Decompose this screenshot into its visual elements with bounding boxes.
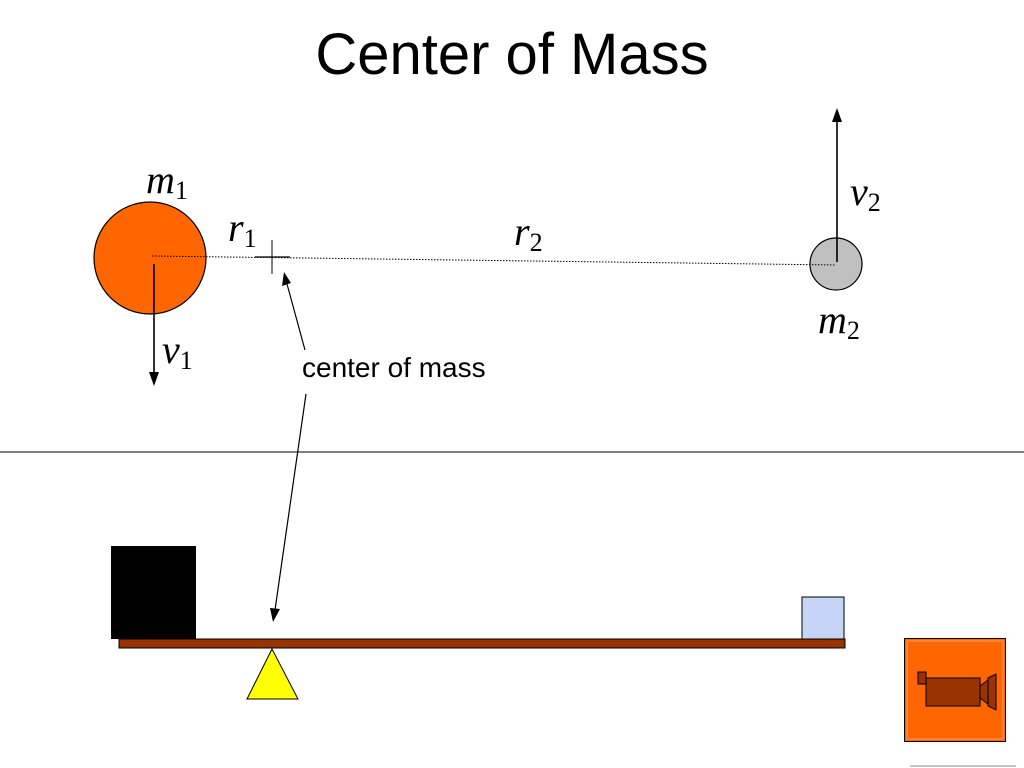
mass-1-label: m1 (146, 157, 188, 205)
r1-label: r1 (228, 205, 257, 253)
velocity-2-label: v2 (850, 169, 881, 217)
mass-1 (93, 201, 207, 315)
pointer-arrow-bottom (270, 393, 307, 622)
center-of-mass-marker (255, 240, 290, 274)
light-block (801, 596, 845, 640)
separation-line (151, 255, 837, 266)
velocity-2-arrow (832, 108, 842, 262)
movie-button[interactable] (904, 638, 1006, 742)
velocity-1-arrow (149, 264, 159, 386)
movie-camera-icon (904, 638, 1006, 742)
center-of-mass-label: center of mass (302, 352, 486, 383)
fulcrum (246, 647, 299, 700)
mass-2 (809, 237, 863, 291)
heavy-block (111, 546, 196, 639)
page-title: Center of Mass (315, 22, 709, 87)
pointer-arrow-top (282, 272, 306, 351)
velocity-1-label: v1 (162, 327, 193, 375)
r2-label: r2 (514, 209, 543, 257)
lever-beam (118, 638, 846, 649)
mass-2-label: m2 (818, 297, 860, 345)
